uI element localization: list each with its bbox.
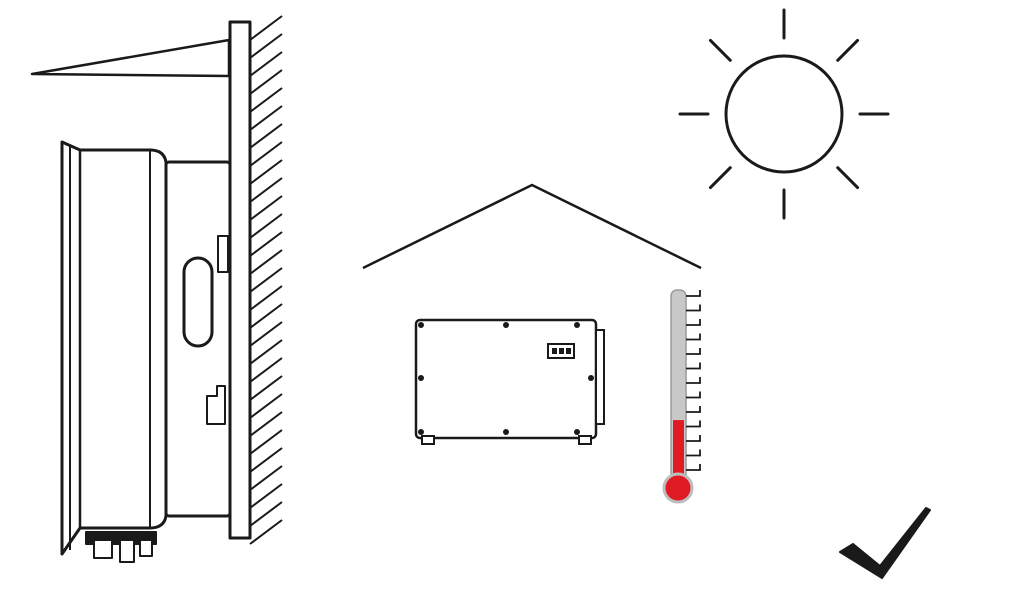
inverter-front-body-icon — [414, 318, 598, 440]
wall-hatch-line — [249, 321, 283, 347]
thermometer-bulb-icon — [662, 472, 694, 504]
wall-hatch-line — [249, 15, 283, 41]
sunshade-bracket-icon — [30, 38, 231, 78]
sun-ray — [836, 166, 860, 190]
inverter-screws-icon — [418, 322, 594, 435]
inverter-body-side-icon — [60, 140, 168, 556]
wall-hatch-line — [249, 51, 283, 77]
wall-hatch-line — [249, 267, 283, 293]
sun-ray — [708, 166, 732, 190]
sun-rays-icon — [678, 8, 890, 220]
wall-hatch-line — [249, 123, 283, 149]
thermometer-tick — [686, 304, 701, 312]
wall-hatch-line — [249, 231, 283, 257]
wall-hatch-line — [249, 213, 283, 239]
wall-hatch-line — [249, 105, 283, 131]
inverter-side-fin-icon — [595, 329, 605, 425]
thermometer-tick — [686, 391, 701, 399]
wall-mounted-inverter-icon — [30, 15, 283, 563]
thermometer-tick — [686, 377, 701, 384]
wall-hatch-line — [249, 411, 283, 437]
wall-hatch-line — [249, 465, 283, 491]
thermometer-tick — [686, 333, 701, 341]
wall-hatch-line — [249, 285, 283, 311]
thermometer-mercury — [673, 420, 684, 483]
inverter-foot-right-icon — [578, 435, 592, 445]
thermometer-tick — [686, 435, 701, 442]
sun-disc-icon — [724, 54, 844, 174]
thermometer-icon — [662, 289, 701, 504]
wall-hatch-line — [249, 357, 283, 383]
wall-hatch-icon — [249, 15, 283, 545]
thermometer-tick — [686, 319, 701, 326]
wall-hatch-line — [249, 447, 283, 473]
wall-hatch-line — [249, 483, 283, 509]
wall-hatch-line — [249, 429, 283, 455]
thermometer-tick — [686, 464, 701, 471]
checkmark-icon — [839, 507, 931, 579]
wall-hatch-line — [249, 501, 283, 527]
wall-hatch-line — [249, 519, 283, 545]
sun-ray — [708, 38, 732, 62]
sun-ray — [836, 38, 860, 62]
thermometer-tick — [686, 449, 701, 457]
wall-hatch-line — [249, 303, 283, 329]
inverter-front-view-icon — [414, 318, 605, 445]
bracket-clip-top-icon — [217, 235, 229, 273]
bottom-connectors-icon — [85, 531, 157, 563]
bracket-clip-bottom-icon — [206, 385, 226, 425]
wall-hatch-line — [249, 141, 283, 167]
wall-hatch-line — [249, 87, 283, 113]
thermometer-tick — [686, 362, 701, 370]
led-indicators-icon — [552, 348, 571, 354]
wall-post-icon — [228, 20, 252, 540]
wall-hatch-line — [249, 339, 283, 365]
wall-hatch-line — [249, 249, 283, 275]
side-handle-icon — [182, 256, 214, 348]
thermometer-tick — [686, 290, 701, 297]
wall-hatch-line — [249, 195, 283, 221]
wall-hatch-line — [249, 33, 283, 59]
thermometer-tick — [686, 348, 701, 355]
thermometer-tick — [686, 420, 701, 428]
roof-shelter-icon — [362, 183, 702, 270]
wall-hatch-line — [249, 375, 283, 401]
wall-hatch-line — [249, 69, 283, 95]
thermometer-tick — [686, 406, 701, 413]
wall-hatch-line — [249, 159, 283, 185]
wall-hatch-line — [249, 177, 283, 203]
inverter-foot-left-icon — [421, 435, 435, 445]
wall-hatch-line — [249, 393, 283, 419]
sun-icon — [678, 8, 890, 220]
thermometer-scale-icon — [686, 290, 701, 471]
